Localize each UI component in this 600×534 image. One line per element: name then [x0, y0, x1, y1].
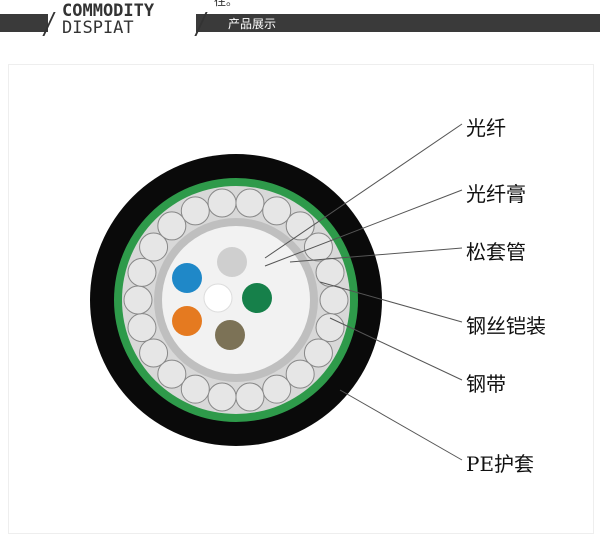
steel-wire	[315, 313, 345, 343]
steel-wire	[319, 285, 349, 315]
fiber-white	[203, 283, 233, 313]
label-pe-sheath: PE护套	[466, 452, 535, 476]
label-steel-tape: 钢带	[466, 372, 506, 396]
label-fiber-gel: 光纤膏	[466, 182, 526, 206]
steel-wire	[303, 338, 333, 368]
steel-wire	[127, 257, 157, 287]
header-subtitle: DISPIAT	[62, 18, 134, 38]
steel-wire	[157, 359, 187, 389]
steel-wire	[127, 313, 157, 343]
fiber-brown	[215, 320, 245, 350]
steel-wire	[235, 188, 265, 218]
section-title: 产品展示	[228, 17, 277, 31]
steel-wire	[262, 196, 292, 226]
fiber-green	[242, 283, 272, 313]
label-loose-tube: 松套管	[466, 240, 526, 264]
steel-wire	[207, 382, 237, 412]
steel-wire	[207, 188, 237, 218]
header-title: COMMODITY	[62, 1, 155, 21]
fiber-orange	[172, 306, 202, 336]
leader-lines	[264, 123, 463, 461]
steel-wire	[262, 374, 292, 404]
label-steel-armor: 钢丝铠装	[466, 314, 546, 338]
steel-wires	[123, 188, 349, 412]
label-fiber: 光纤	[466, 116, 506, 140]
steel-wire	[180, 374, 210, 404]
steel-wire	[235, 382, 265, 412]
steel-wire	[157, 211, 187, 241]
top-text-fragment: 往。	[214, 0, 239, 8]
steel-wire	[139, 232, 169, 262]
steel-wire	[139, 338, 169, 368]
header-bar-right	[196, 14, 600, 32]
steel-wire	[303, 232, 333, 262]
header-bar-left	[0, 14, 48, 32]
steel-wire	[285, 211, 315, 241]
fiber-gray	[217, 247, 247, 277]
steel-wire	[285, 359, 315, 389]
steel-wire	[180, 196, 210, 226]
fiber-blue	[172, 263, 202, 293]
steel-wire	[123, 285, 153, 315]
